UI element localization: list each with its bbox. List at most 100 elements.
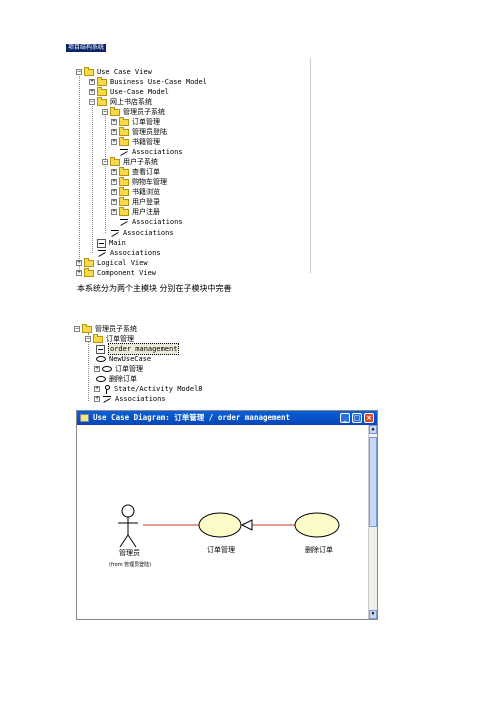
tree-node-component-view[interactable]: + Component View bbox=[76, 267, 157, 278]
association-icon bbox=[110, 229, 120, 237]
expand-icon[interactable]: + bbox=[94, 365, 100, 372]
expand-icon[interactable]: + bbox=[111, 168, 117, 175]
folder-icon bbox=[84, 267, 94, 277]
scroll-thumb[interactable] bbox=[369, 437, 377, 527]
tree-node-label: Associations bbox=[123, 229, 174, 237]
tree-node-associations[interactable]: Associations bbox=[111, 147, 183, 157]
expand-icon[interactable]: + bbox=[111, 118, 117, 125]
tree-node-label: Associations bbox=[110, 249, 161, 257]
window-title-bar[interactable]: Use Case Diagram: 订单管理 / order managemen… bbox=[77, 411, 377, 425]
expand-icon[interactable]: + bbox=[111, 198, 117, 205]
tree-node-business-model[interactable]: + Business Use-Case Model bbox=[89, 76, 207, 87]
scroll-down-arrow[interactable]: ▼ bbox=[369, 610, 377, 619]
tree-node-book-browse[interactable]: + 书籍浏览 bbox=[111, 186, 160, 197]
tree-node-main[interactable]: Main bbox=[89, 238, 126, 248]
folder-icon bbox=[97, 76, 107, 86]
caption-text: 本系统分为两个主模块 分别在子模块中完善 bbox=[77, 284, 232, 293]
panel-edge-divider bbox=[310, 58, 311, 273]
expand-icon[interactable]: + bbox=[111, 128, 117, 135]
tree-node-cart-management[interactable]: + 购物车管理 bbox=[111, 176, 167, 187]
tree-node-use-case-model[interactable]: + Use-Case Model bbox=[89, 86, 169, 97]
window-title: Use Case Diagram: 订单管理 / order managemen… bbox=[93, 413, 291, 422]
collapse-icon[interactable]: − bbox=[85, 335, 91, 342]
tree-node-associations[interactable]: Associations bbox=[111, 217, 183, 227]
folder-icon bbox=[119, 126, 129, 136]
tree-node-label: 删除订单 bbox=[109, 375, 137, 383]
tree-node-label: 书籍浏览 bbox=[132, 188, 160, 196]
diagram-canvas[interactable] bbox=[77, 425, 369, 621]
actor-source: (from 管理员登陆) bbox=[109, 562, 152, 568]
tree-node-label: 订单管理 bbox=[132, 118, 160, 126]
tree-node-label: 管理员子系统 bbox=[123, 108, 165, 116]
tree-node-logical-view[interactable]: + Logical View bbox=[76, 257, 148, 268]
expand-icon[interactable]: + bbox=[76, 259, 82, 266]
tree-node-label: Associations bbox=[115, 395, 166, 403]
tree-node-online-bookstore[interactable]: − 网上书店系统 bbox=[89, 96, 152, 107]
expand-icon[interactable]: + bbox=[111, 188, 117, 195]
tree-node-user-subsystem[interactable]: − 用户子系统 bbox=[102, 156, 158, 167]
expand-icon[interactable]: + bbox=[94, 385, 100, 392]
tree-node-label: NewUseCase bbox=[109, 355, 152, 363]
use-case-label: 删除订单 bbox=[305, 546, 333, 554]
tree-node-book-management[interactable]: + 书籍管理 bbox=[111, 136, 160, 147]
tree-node-label: 订单管理 bbox=[106, 335, 134, 343]
expand-icon[interactable]: + bbox=[111, 138, 117, 145]
tree-node-use-case-view[interactable]: − Use Case View bbox=[76, 66, 152, 77]
tree2-node-order-management-diagram[interactable]: order management bbox=[96, 343, 180, 355]
tree2-node-order-management[interactable]: − 订单管理 bbox=[85, 333, 134, 344]
close-button[interactable]: × bbox=[364, 413, 374, 423]
minimize-button[interactable]: _ bbox=[340, 413, 350, 423]
tree-node-view-orders[interactable]: + 查看订单 bbox=[111, 166, 160, 177]
tree-node-admin-login[interactable]: + 管理员登陆 bbox=[111, 126, 167, 137]
folder-icon bbox=[119, 196, 129, 206]
tree2-node-new-use-case[interactable]: NewUseCase bbox=[96, 354, 151, 364]
collapse-icon[interactable]: − bbox=[89, 98, 95, 105]
tree-node-label: 订单管理 bbox=[115, 365, 143, 373]
folder-icon bbox=[119, 176, 129, 186]
tree-node-label: Associations bbox=[132, 218, 183, 226]
collapse-icon[interactable]: − bbox=[102, 158, 108, 165]
tree-guide bbox=[92, 103, 93, 253]
collapse-icon[interactable]: − bbox=[102, 108, 108, 115]
diagram-icon bbox=[80, 414, 89, 422]
expand-icon[interactable]: + bbox=[94, 395, 100, 402]
use-case-delete-order[interactable] bbox=[294, 512, 340, 538]
expand-icon[interactable]: + bbox=[89, 88, 95, 95]
tree-node-user-register[interactable]: + 用户注册 bbox=[111, 206, 160, 217]
tree-node-label-selected: order management bbox=[108, 343, 180, 355]
tree-node-associations[interactable]: Associations bbox=[102, 228, 174, 238]
tree2-node-state-activity-model[interactable]: + State/Activity Model8 bbox=[94, 384, 203, 394]
state-activity-icon bbox=[102, 384, 111, 394]
tree-node-associations[interactable]: Associations bbox=[89, 248, 161, 258]
folder-icon bbox=[84, 257, 94, 267]
expand-icon[interactable]: + bbox=[89, 78, 95, 85]
use-case-icon bbox=[96, 376, 106, 382]
collapse-icon[interactable]: − bbox=[74, 325, 80, 332]
expand-icon[interactable]: + bbox=[111, 178, 117, 185]
generalization-arrowhead bbox=[240, 519, 253, 531]
tree-node-label: 用户登录 bbox=[132, 198, 160, 206]
tree-node-user-login[interactable]: + 用户登录 bbox=[111, 196, 160, 207]
use-case-order-management[interactable] bbox=[198, 512, 242, 538]
use-case-diagram-window: Use Case Diagram: 订单管理 / order managemen… bbox=[76, 410, 378, 620]
maximize-button[interactable]: □ bbox=[352, 413, 362, 423]
actor-figure[interactable] bbox=[118, 504, 138, 548]
tree-node-label: 查看订单 bbox=[132, 168, 160, 176]
association-icon bbox=[119, 148, 129, 156]
scroll-up-arrow[interactable]: ▲ bbox=[369, 425, 377, 434]
use-case-icon bbox=[102, 366, 112, 372]
tree-node-label: Component View bbox=[97, 269, 157, 277]
tree-node-label: Logical View bbox=[97, 259, 148, 267]
tree2-node-order-management-uc[interactable]: + 订单管理 bbox=[94, 364, 143, 374]
expand-icon[interactable]: + bbox=[76, 269, 82, 276]
vertical-scrollbar[interactable]: ▲ ▼ bbox=[368, 425, 377, 619]
folder-icon bbox=[84, 66, 94, 76]
tree2-node-delete-order[interactable]: 删除订单 bbox=[96, 374, 137, 384]
expand-icon[interactable]: + bbox=[111, 208, 117, 215]
association-icon bbox=[119, 218, 129, 226]
tree-node-admin-subsystem[interactable]: − 管理员子系统 bbox=[102, 106, 165, 117]
tree2-node-admin-subsystem[interactable]: − 管理员子系统 bbox=[74, 323, 137, 334]
tree2-node-associations[interactable]: + Associations bbox=[94, 394, 166, 404]
collapse-icon[interactable]: − bbox=[76, 68, 82, 75]
tree-node-order-management[interactable]: + 订单管理 bbox=[111, 116, 160, 127]
